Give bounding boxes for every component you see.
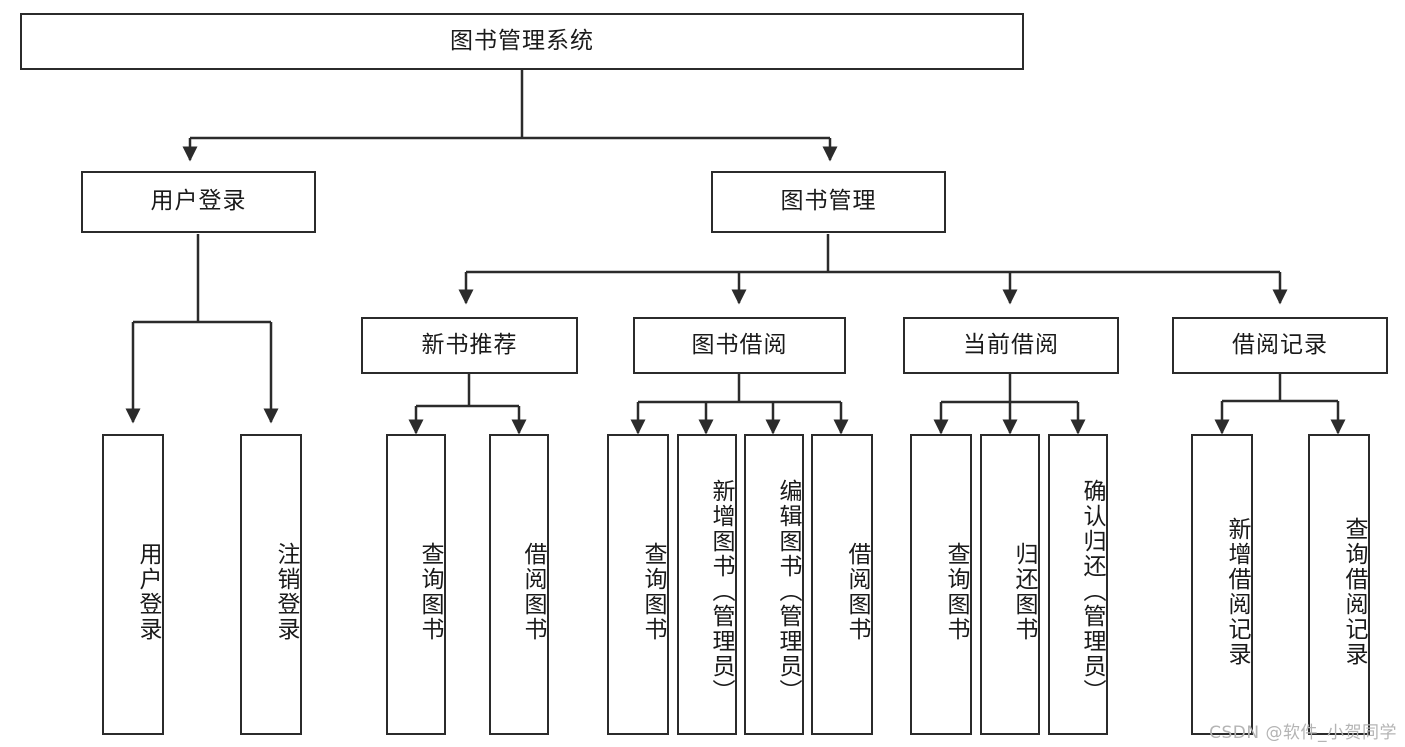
leaf-borrow-query-book[interactable]: 查询图书 [607, 434, 669, 735]
leaf-current-query-book[interactable]: 查询图书 [910, 434, 972, 735]
leaf-borrow-borrow-book[interactable]: 借阅图书 [811, 434, 873, 735]
leaf-label: 新增图书（管理员） [708, 479, 734, 704]
node-book-management-label: 图书管理 [780, 188, 877, 215]
leaf-new-book-query[interactable]: 查询图书 [386, 434, 446, 735]
leaf-label: 编辑图书（管理员） [775, 479, 801, 704]
leaf-label: 确认归还（管理员） [1079, 479, 1105, 704]
leaf-current-confirm-return-admin[interactable]: 确认归还（管理员） [1048, 434, 1108, 735]
leaf-label: 查询图书 [640, 541, 666, 642]
node-new-book-recommend[interactable]: 新书推荐 [361, 317, 578, 374]
node-root[interactable]: 图书管理系统 [20, 13, 1024, 70]
leaf-label: 归还图书 [1011, 541, 1037, 642]
node-new-book-recommend-label: 新书推荐 [421, 331, 518, 358]
leaf-label: 查询借阅记录 [1341, 516, 1367, 667]
node-user-login[interactable]: 用户登录 [81, 171, 316, 233]
node-borrow-record-label: 借阅记录 [1232, 331, 1328, 358]
leaf-label: 用户登录 [135, 541, 161, 642]
leaf-user-login-signin[interactable]: 用户登录 [102, 434, 164, 735]
leaf-label: 借阅图书 [844, 541, 870, 642]
node-user-login-label: 用户登录 [150, 188, 247, 215]
leaf-user-login-signout[interactable]: 注销登录 [240, 434, 302, 735]
leaf-borrow-add-book-admin[interactable]: 新增图书（管理员） [677, 434, 737, 735]
leaf-current-return-book[interactable]: 归还图书 [980, 434, 1040, 735]
leaf-label: 查询图书 [943, 541, 969, 642]
leaf-record-query-record[interactable]: 查询借阅记录 [1308, 434, 1370, 735]
leaf-borrow-edit-book-admin[interactable]: 编辑图书（管理员） [744, 434, 804, 735]
node-book-borrow-label: 图书借阅 [691, 331, 788, 358]
leaf-label: 新增借阅记录 [1224, 516, 1250, 667]
node-borrow-record[interactable]: 借阅记录 [1172, 317, 1388, 374]
node-current-borrow[interactable]: 当前借阅 [903, 317, 1119, 374]
node-root-label: 图书管理系统 [450, 27, 594, 54]
leaf-label: 查询图书 [417, 541, 443, 642]
csdn-watermark: CSDN @软件_小贺同学 [1209, 723, 1397, 743]
leaf-label: 借阅图书 [520, 541, 546, 642]
node-book-borrow[interactable]: 图书借阅 [633, 317, 846, 374]
leaf-record-add-record[interactable]: 新增借阅记录 [1191, 434, 1253, 735]
leaf-label: 注销登录 [273, 541, 299, 642]
node-current-borrow-label: 当前借阅 [963, 331, 1059, 358]
node-book-management[interactable]: 图书管理 [711, 171, 946, 233]
leaf-new-book-borrow[interactable]: 借阅图书 [489, 434, 549, 735]
